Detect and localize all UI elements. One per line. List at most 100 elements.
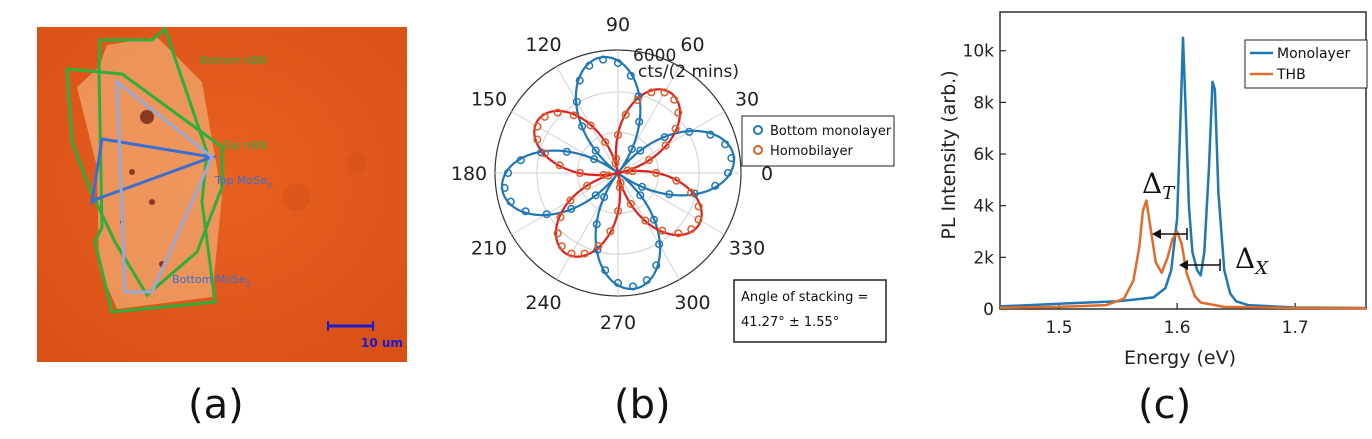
data-point-monolayer — [628, 282, 637, 291]
caption-c: (c) — [1138, 382, 1192, 428]
y-axis-label: PL Intensity (arb.) — [938, 70, 960, 239]
data-point-monolayer — [575, 76, 584, 85]
legend-label-thb: THB — [1276, 67, 1306, 83]
data-point-monolayer — [578, 122, 587, 131]
data-point-homobilayer — [672, 176, 681, 185]
data-point-homobilayer — [556, 213, 565, 222]
data-point-homobilayer — [594, 241, 603, 251]
data-point-monolayer — [660, 133, 669, 142]
stacking-angle-line2: 41.27° ± 1.55° — [741, 315, 839, 330]
data-point-homobilayer — [633, 95, 642, 105]
data-point-homobilayer — [553, 229, 562, 238]
data-point-homobilayer — [604, 171, 613, 180]
data-point-monolayer — [723, 168, 733, 178]
data-point-monolayer — [562, 147, 571, 156]
data-point-homobilayer — [616, 178, 625, 187]
polar-legend — [741, 115, 895, 167]
data-point-homobilayer — [606, 227, 615, 236]
polar-angle-label: 180 — [451, 163, 487, 185]
data-point-monolayer — [637, 182, 647, 191]
data-point-homobilayer — [613, 206, 623, 216]
bottom-hbn-outline — [93, 26, 217, 314]
polar-angle-label: 60 — [680, 34, 704, 56]
radial-unit-label: cts/(2 mins) — [638, 62, 739, 82]
polar-angle-label: 210 — [471, 238, 507, 260]
y-tick-label: 2k — [973, 248, 994, 268]
data-point-monolayer — [503, 168, 513, 178]
data-point-homobilayer — [566, 196, 575, 205]
data-point-homobilayer — [582, 181, 592, 190]
data-point-homobilayer — [686, 188, 696, 197]
data-point-monolayer — [627, 144, 636, 154]
panel-a: Bottom hBN Top hBN Top MoSe2 Bottom MoSe… — [37, 26, 407, 362]
data-point-monolayer — [599, 55, 608, 64]
data-point-monolayer — [506, 197, 515, 206]
data-point-monolayer — [537, 148, 546, 157]
data-point-homobilayer — [580, 249, 589, 258]
data-point-homobilayer — [601, 137, 610, 147]
data-point-homobilayer — [628, 167, 637, 176]
data-point-monolayer — [591, 191, 600, 200]
data-point-homobilayer — [674, 229, 683, 238]
speck — [283, 183, 311, 211]
data-point-homobilayer — [540, 112, 549, 121]
data-point-homobilayer — [540, 149, 550, 158]
data-point-monolayer — [591, 146, 600, 155]
label-top-hbn: Top hBN — [221, 139, 267, 152]
stacking-angle-box — [733, 279, 887, 343]
data-point-monolayer — [521, 207, 530, 216]
legend-label-monolayer: Bottom monolayer — [770, 124, 892, 139]
legend-label-monolayer: Monolayer — [1277, 46, 1350, 62]
data-point-monolayer — [642, 276, 651, 285]
polar-angle-label: 270 — [600, 312, 636, 334]
data-point-homobilayer — [658, 226, 667, 235]
x-tick-label: 1.6 — [1164, 318, 1191, 338]
fit-curve-monolayer — [501, 56, 735, 290]
x-axis-label: Energy (eV) — [1124, 347, 1236, 369]
data-point-homobilayer — [674, 108, 683, 117]
data-point-homobilayer — [670, 95, 679, 104]
data-point-homobilayer — [613, 130, 623, 140]
data-point-monolayer — [593, 245, 602, 254]
x-tick-label: 1.7 — [1282, 318, 1309, 338]
data-point-monolayer — [655, 240, 664, 249]
data-point-homobilayer — [586, 121, 595, 130]
data-point-monolayer — [589, 155, 599, 164]
label-top-mose2: Top MoSe2 — [214, 174, 272, 190]
data-point-homobilayer — [599, 170, 608, 179]
data-point-homobilayer — [557, 242, 566, 251]
polar-spoke — [556, 66, 619, 174]
data-point-homobilayer — [555, 161, 564, 170]
data-point-monolayer — [727, 154, 736, 163]
data-point-monolayer — [652, 261, 661, 270]
radial-max-label: 6000 — [633, 46, 676, 66]
delta-t-arrow — [1152, 228, 1188, 240]
plot-frame — [999, 11, 1367, 310]
data-point-monolayer — [636, 191, 645, 200]
stacking-angle-line1: Angle of stacking = — [741, 290, 868, 305]
data-point-monolayer — [626, 71, 635, 80]
data-point-monolayer — [613, 278, 623, 288]
data-point-homobilayer — [651, 168, 661, 178]
data-point-homobilayer — [575, 168, 585, 178]
data-point-homobilayer — [553, 108, 562, 117]
label-bottom-hbn: Bottom hBN — [200, 54, 267, 67]
fit-curve-homobilayer — [533, 88, 703, 258]
data-point-monolayer — [572, 97, 581, 106]
data-point-monolayer — [516, 156, 525, 165]
pl-series — [999, 36, 1367, 310]
data-point-homobilayer — [687, 225, 696, 234]
data-point-homobilayer — [533, 122, 542, 131]
data-point-monolayer — [649, 215, 658, 224]
label-bottom-mose2: Bottom MoSe2 — [172, 273, 251, 289]
data-point-homobilayer — [533, 135, 542, 144]
data-point-monolayer — [690, 189, 699, 198]
polar-angle-label: 330 — [729, 238, 765, 260]
data-point-homobilayer — [615, 183, 624, 192]
data-point-homobilayer — [647, 88, 656, 97]
y-tick-label: 8k — [973, 93, 994, 113]
speck — [149, 199, 155, 205]
